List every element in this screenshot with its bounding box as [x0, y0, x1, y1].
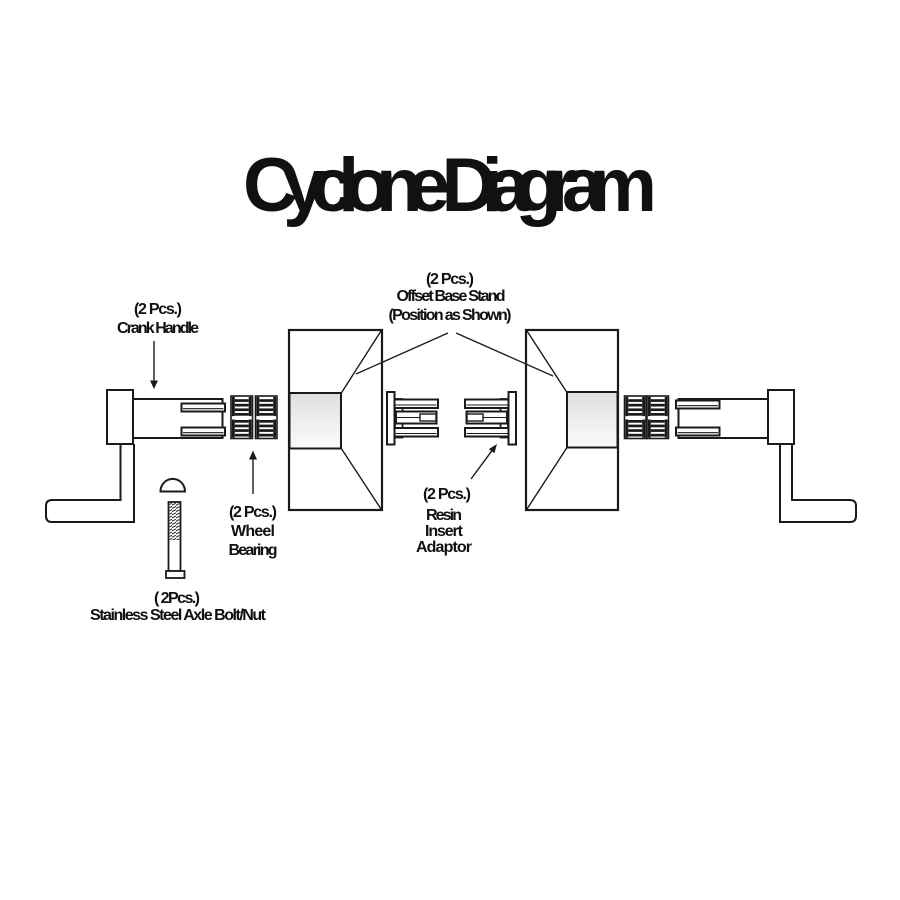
label-offset-base-stand: (2 Pcs.) Offset Base Stand (Position as …	[389, 271, 512, 324]
bearing-column	[230, 395, 254, 440]
label-crank-handle: (2 Pcs.) Crank Handle	[117, 301, 199, 337]
label-bolt-name: Stainless Steel Axle Bolt/Nut	[90, 607, 267, 624]
crank-handle-right	[675, 389, 857, 523]
stand-hub	[566, 391, 619, 449]
label-offset-line2: (Position as Shown)	[389, 307, 512, 324]
wheel-bearing-arrow	[249, 450, 257, 494]
wheel-bearing-right	[623, 395, 670, 440]
bearing-column	[646, 395, 670, 440]
label-bearing-line2: Bearing	[229, 542, 278, 559]
label-resin-line1: Resin	[426, 507, 462, 524]
resin-insert-adaptor-left	[386, 391, 439, 446]
bolt-nut	[165, 570, 186, 579]
label-bearing-pcs: (2 Pcs.)	[229, 504, 277, 521]
label-wheel-bearing: (2 Pcs.) Wheel Bearing	[229, 504, 278, 559]
bolt-head-dome	[159, 477, 187, 493]
base-stand-left	[287, 328, 384, 512]
bolt-threads	[169, 503, 180, 540]
label-resin-line3: Adaptor	[416, 539, 472, 556]
stand-hub	[288, 392, 342, 450]
label-resin-insert-adaptor: (2 Pcs.) Resin Insert Adaptor	[416, 486, 472, 556]
label-bolt-pcs: ( 2Pcs.)	[154, 590, 200, 607]
label-offset-line1: Offset Base Stand	[397, 288, 506, 305]
label-crank-name: Crank Handle	[117, 320, 199, 337]
resin-adaptor-arrow	[470, 444, 497, 480]
base-stand-right	[524, 328, 620, 512]
page-title: Cyclone Diagram	[243, 143, 657, 228]
offset-stand-leader-lines	[355, 332, 554, 377]
label-crank-pcs: (2 Pcs.)	[134, 301, 182, 318]
crank-handle-arrow	[150, 341, 158, 389]
resin-insert-adaptor-right	[464, 391, 517, 446]
label-offset-pcs: (2 Pcs.)	[426, 271, 474, 288]
bearing-column	[623, 395, 647, 440]
label-bearing-line1: Wheel	[231, 523, 275, 540]
bearing-column	[254, 395, 278, 440]
wheel-bearing-left	[230, 395, 278, 440]
label-resin-pcs: (2 Pcs.)	[423, 486, 471, 503]
axle-bolt	[159, 477, 187, 579]
label-axle-bolt: ( 2Pcs.) Stainless Steel Axle Bolt/Nut	[90, 590, 267, 624]
label-resin-line2: Insert	[425, 523, 464, 540]
crank-handle-left	[45, 389, 226, 523]
